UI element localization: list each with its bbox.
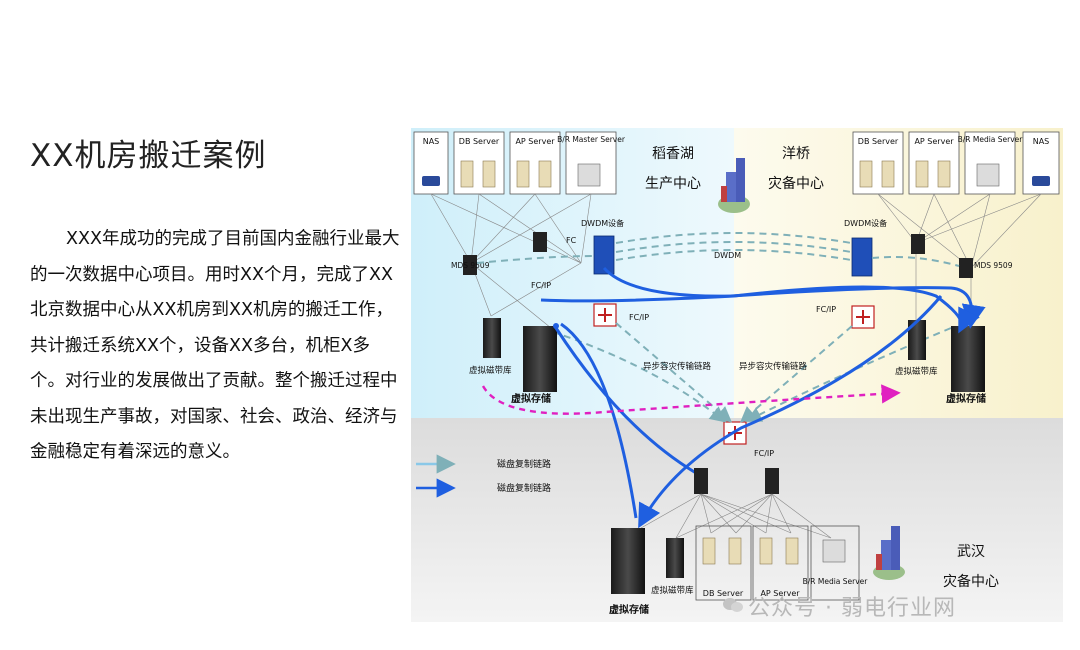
left-site-subname: 生产中心 xyxy=(645,176,701,192)
left-tape-library-icon xyxy=(483,318,501,358)
right-server-label: AP Server xyxy=(914,137,954,146)
migration-diagram: NAS DB Server AP Server B/R Master Serve… xyxy=(411,128,1063,622)
right-storage-label: 虚拟存储 xyxy=(946,392,986,405)
right-mds-switch-icon xyxy=(959,258,973,278)
left-router-cross xyxy=(598,308,612,322)
tape-replication-line xyxy=(481,384,901,415)
bottom-zone xyxy=(411,418,1063,622)
dwdm-link-lines xyxy=(476,232,960,267)
right-fc-switch-icon xyxy=(911,234,925,254)
server-icon xyxy=(516,160,530,188)
right-server-row: DB Server AP Server B/R Media Server NAS xyxy=(852,131,1060,195)
left-dwdm-label: DWDM设备 xyxy=(581,218,624,228)
left-tape-label: 虚拟磁带库 xyxy=(469,365,512,376)
server-icon xyxy=(881,160,895,188)
left-server-label: B/R Master Server xyxy=(557,135,626,144)
async-link-right-label: 异步容灾传输链路 xyxy=(739,361,808,372)
bottom-server-label: B/R Media Server xyxy=(803,577,869,586)
bottom-site-subname: 灾备中心 xyxy=(943,573,999,590)
right-server-label: DB Server xyxy=(858,137,899,146)
legend-label-1: 磁盘复制链路 xyxy=(497,458,551,470)
right-server-label: B/R Media Server xyxy=(958,135,1024,144)
bottom-server-label: DB Server xyxy=(703,589,744,598)
left-fcip2-label: FC/IP xyxy=(629,313,649,322)
bottom-storage-label: 虚拟存储 xyxy=(609,603,649,616)
left-fcip-label: FC/IP xyxy=(531,281,551,290)
watermark-text: 公众号 · 弱电行业网 xyxy=(748,596,956,621)
server-icon xyxy=(728,537,742,565)
left-dwdm-device-icon xyxy=(593,235,615,275)
bottom-building-icon xyxy=(873,526,905,580)
bottom-storage-icon xyxy=(611,528,645,594)
bottom-tape-label: 虚拟磁带库 xyxy=(651,585,694,596)
left-storage-label: 虚拟存储 xyxy=(511,392,551,405)
link-node-dot xyxy=(553,323,559,329)
left-site-name: 稻香湖 xyxy=(652,146,694,162)
server-icon xyxy=(759,537,773,565)
left-mds-switch-icon xyxy=(463,255,477,275)
right-site-subname: 灾备中心 xyxy=(768,175,824,192)
right-dwdm-label: DWDM设备 xyxy=(844,218,887,228)
bottom-site-name: 武汉 xyxy=(957,544,985,560)
right-router-cross xyxy=(856,310,870,324)
right-site-name: 洋桥 xyxy=(782,146,810,162)
bottom-switch-right-icon xyxy=(765,468,779,494)
right-tape-library-icon xyxy=(908,320,926,360)
page-title: XX机房搬迁案例 xyxy=(30,138,267,174)
left-server-label: NAS xyxy=(423,137,440,146)
bottom-switch-left-icon xyxy=(694,468,708,494)
left-fc-label: FC xyxy=(566,236,577,245)
right-fcip-label: FC/IP xyxy=(816,305,836,314)
bottom-fabric-lines xyxy=(640,493,832,539)
bottom-fcip-label: FC/IP xyxy=(754,449,774,458)
backup-server-icon xyxy=(976,163,1000,187)
server-icon xyxy=(538,160,552,188)
backup-server-icon xyxy=(822,539,846,563)
right-mds-label: MDS 9509 xyxy=(974,261,1013,270)
right-dwdm-device-icon xyxy=(851,237,873,277)
left-storage-icon xyxy=(523,326,557,392)
async-link-left-label: 异步容灾传输链路 xyxy=(643,361,712,372)
server-icon xyxy=(482,160,496,188)
server-icon xyxy=(702,537,716,565)
wechat-icon xyxy=(723,598,743,612)
left-server-label: DB Server xyxy=(459,137,500,146)
nas-device-icon xyxy=(1032,176,1050,186)
case-description: XXX年成功的完成了目前国内金融行业最大的一次数据中心项目。用时XX个月，完成了… xyxy=(30,229,400,462)
right-server-label: NAS xyxy=(1033,137,1050,146)
server-icon xyxy=(915,160,929,188)
server-icon xyxy=(785,537,799,565)
server-icon xyxy=(937,160,951,188)
legend-label-2: 磁盘复制链路 xyxy=(497,482,551,494)
dwdm-link-label: DWDM xyxy=(714,251,741,260)
right-tape-label: 虚拟磁带库 xyxy=(895,366,938,377)
left-server-label: AP Server xyxy=(515,137,555,146)
bottom-tape-library-icon xyxy=(666,538,684,578)
bottom-server-label: AP Server xyxy=(760,589,800,598)
nas-device-icon xyxy=(422,176,440,186)
server-icon xyxy=(859,160,873,188)
left-fc-switch-icon xyxy=(533,232,547,252)
right-storage-icon xyxy=(951,326,985,392)
building-icon xyxy=(718,158,750,213)
backup-server-icon xyxy=(577,163,601,187)
left-server-row: NAS DB Server AP Server B/R Master Serve… xyxy=(413,131,626,195)
left-mds-label: MDS 9509 xyxy=(451,261,490,270)
server-icon xyxy=(460,160,474,188)
disk-replication-lines xyxy=(540,266,986,529)
